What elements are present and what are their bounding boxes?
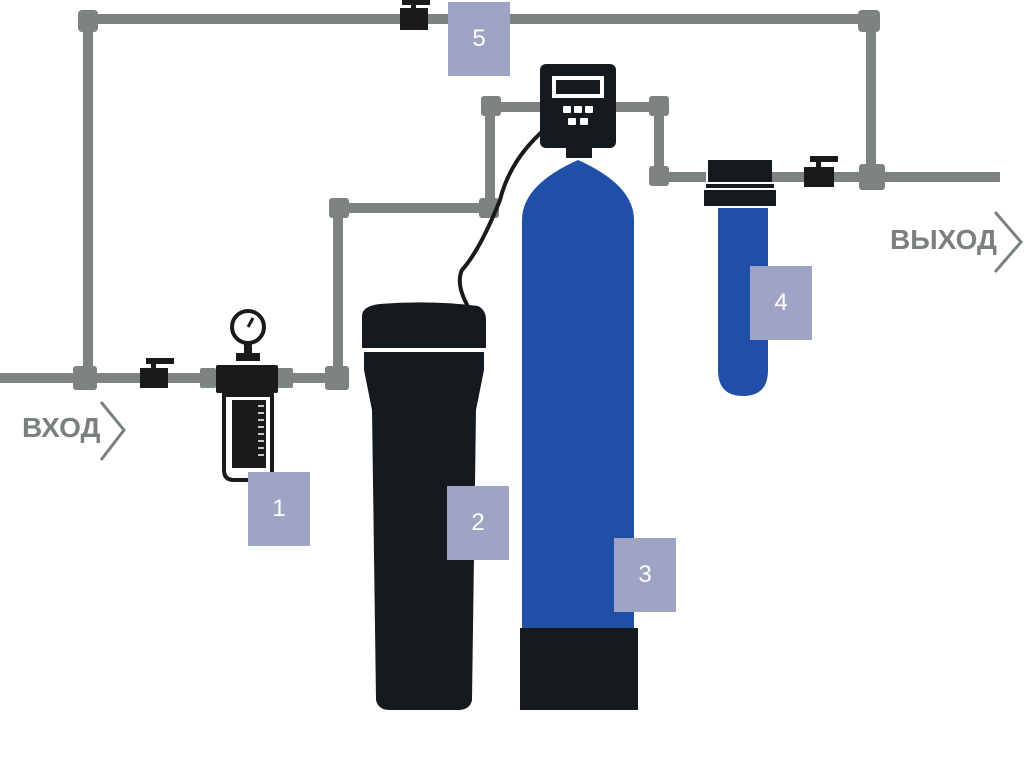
- badge-1: 1: [248, 472, 310, 546]
- badge-2: 2: [447, 486, 509, 560]
- brine-hose: [457, 128, 546, 312]
- brine-tank: [362, 302, 486, 710]
- control-valve-head-icon: [540, 64, 616, 158]
- inlet-label: ВХОД: [22, 412, 101, 443]
- post-filter: [704, 160, 776, 396]
- pressure-gauge-icon: [230, 309, 266, 361]
- ball-valve-icon: [140, 358, 174, 388]
- ball-valve-icon: [400, 0, 430, 30]
- arrow-right-icon: [99, 401, 126, 461]
- outlet-label: ВЫХОД: [890, 224, 997, 255]
- sediment-filter: [216, 309, 278, 482]
- badge-4: 4: [750, 266, 812, 340]
- badge-5: 5: [448, 2, 510, 76]
- ball-valve-icon: [804, 156, 838, 187]
- softener-tank: [520, 64, 638, 710]
- badge-3: 3: [614, 538, 676, 612]
- arrow-right-icon: [993, 211, 1023, 273]
